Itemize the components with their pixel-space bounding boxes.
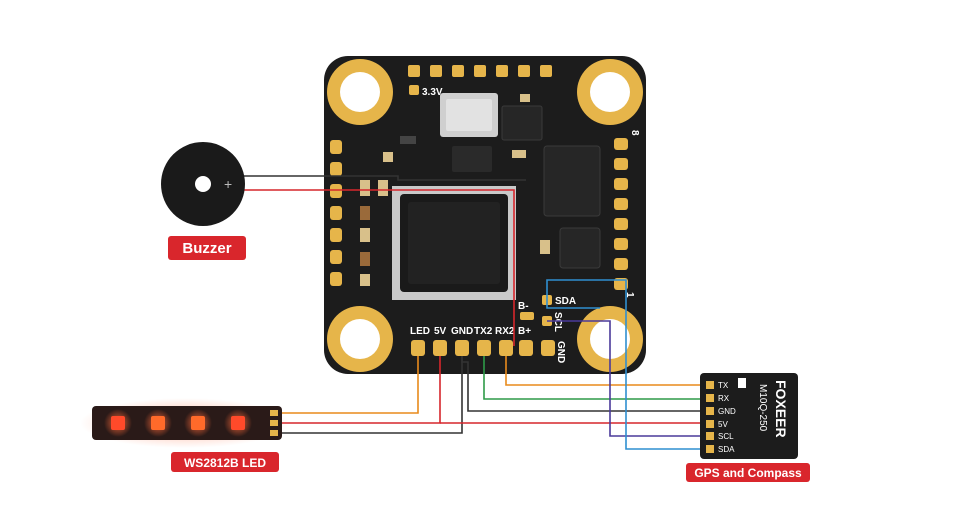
led-strip-pads <box>270 410 278 436</box>
label-sda: SDA <box>555 296 576 307</box>
top-pads <box>408 65 552 77</box>
gps-pin-scl: SCL <box>718 432 734 441</box>
gps-module: TX RX GND 5V SCL SDA FOXEER M10Q-250 GPS… <box>686 373 810 482</box>
gps-pin-sda: SDA <box>718 445 735 454</box>
wire-gps-purple <box>547 320 708 437</box>
label-tx2: TX2 <box>474 326 493 337</box>
wire-gps-blue-2 <box>546 300 600 309</box>
wire-gps-green <box>483 356 708 400</box>
label-8: 8 <box>629 130 640 136</box>
gps-pin-rx: RX <box>718 394 730 403</box>
wire-led-black <box>280 356 463 434</box>
label-gnd-right: GND <box>555 341 566 363</box>
led-chips <box>104 409 252 437</box>
gps-badge-text: GPS and Compass <box>694 466 802 480</box>
gps-brand: FOXEER <box>773 380 789 438</box>
bottom-pads <box>411 340 555 356</box>
label-1: 1 <box>624 292 635 298</box>
led-badge <box>171 452 279 472</box>
gps-pins <box>706 381 714 453</box>
label-5v: 5V <box>434 326 447 337</box>
wire-buzzer-red <box>238 189 515 346</box>
wire-buzzer-black <box>238 175 526 181</box>
gps-pin-tx: TX <box>718 381 729 390</box>
buzzer-badge-text: Buzzer <box>182 240 231 257</box>
label-b-plus: B+ <box>518 326 531 337</box>
label-led: LED <box>410 326 430 337</box>
label-3v3: 3.3V <box>422 87 443 98</box>
mcu-chip <box>392 186 516 300</box>
gps-pin-gnd: GND <box>718 407 736 416</box>
led-strip: WS2812B LED <box>80 398 290 472</box>
buzzer-hole <box>195 176 211 192</box>
wires <box>238 175 708 450</box>
gps-led <box>738 378 746 388</box>
gps-model: M10Q-250 <box>757 384 768 432</box>
wire-gps-blue <box>546 279 708 450</box>
buzzer: + Buzzer <box>161 142 246 260</box>
wire-led-orange <box>280 356 419 414</box>
label-rx2: RX2 <box>495 326 515 337</box>
buzzer-badge <box>168 236 246 260</box>
components <box>360 93 601 286</box>
label-gnd-bottom: GND <box>451 326 473 337</box>
pad-b-minus <box>520 312 534 320</box>
buzzer-plus-sign: + <box>224 176 232 192</box>
wire-gps-black <box>461 356 708 412</box>
gps-pin-5v: 5V <box>718 420 728 429</box>
led-badge-text: WS2812B LED <box>184 456 266 470</box>
left-pads <box>330 140 342 286</box>
right-pads <box>614 138 628 290</box>
label-b-minus: B- <box>518 301 529 312</box>
pad-3v3 <box>409 85 419 95</box>
gps-body <box>700 373 798 459</box>
label-scl: SCL <box>552 312 563 332</box>
gps-badge <box>686 463 810 482</box>
wire-gps-orange <box>505 356 708 386</box>
flight-controller-board: 3.3V 8 SD <box>324 56 646 374</box>
